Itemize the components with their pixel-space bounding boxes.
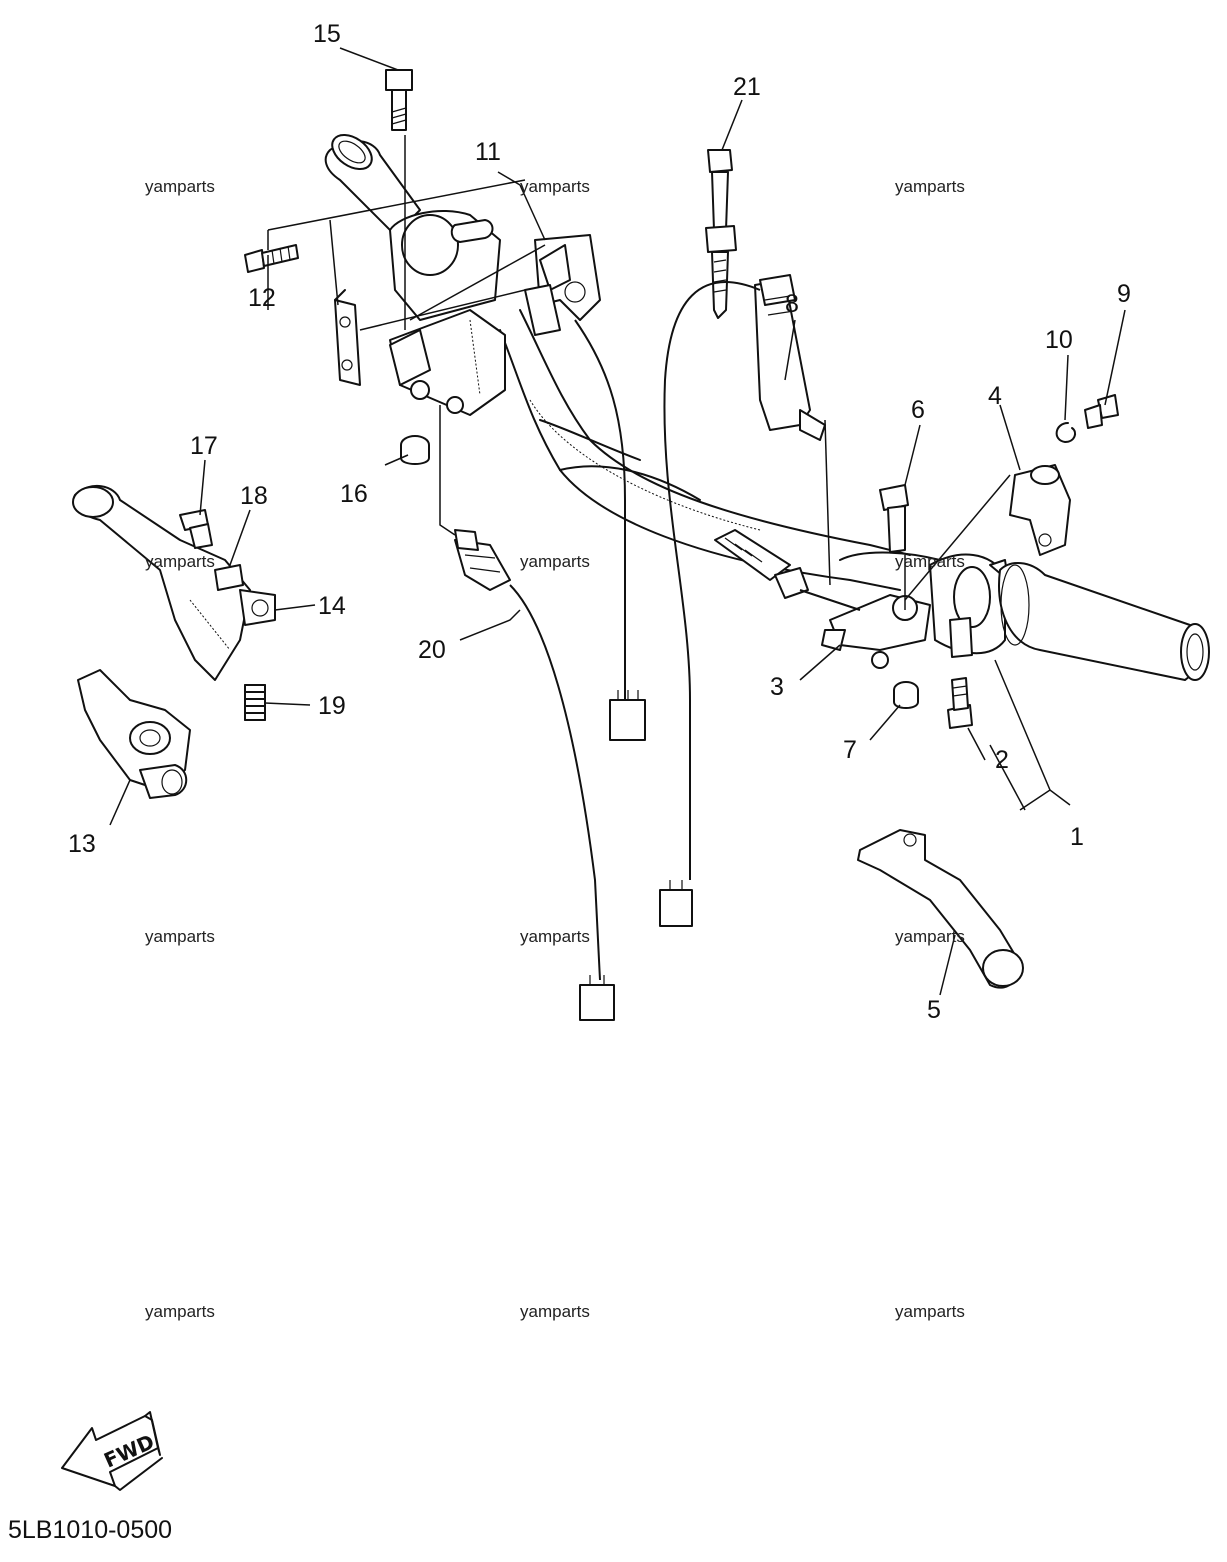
handlebar (499, 309, 941, 591)
bracket-plate (334, 289, 361, 386)
bolt-17 (179, 509, 213, 549)
watermark: yamparts (145, 552, 215, 571)
left-grip (324, 133, 421, 236)
watermark: yamparts (145, 1302, 215, 1321)
nut-18 (214, 564, 244, 591)
nut-7 (893, 681, 919, 709)
circlip-10 (1055, 422, 1077, 443)
brake-lever-holder (821, 594, 931, 669)
callout-12: 12 (248, 284, 276, 312)
wire-harness (509, 281, 761, 1021)
callout-8: 8 (785, 290, 799, 318)
callout-10: 10 (1045, 326, 1073, 354)
leader-lines (109, 47, 1126, 996)
bolt-6 (879, 484, 909, 553)
callout-4: 4 (988, 382, 1002, 410)
throttle-grip (998, 562, 1210, 681)
callout-13: 13 (68, 830, 96, 858)
callout-2: 2 (995, 746, 1009, 774)
throttle-housing (929, 553, 1009, 658)
spring-19 (244, 684, 266, 721)
watermark: yamparts (520, 177, 590, 196)
bolt-15 (385, 69, 413, 131)
watermark: yamparts (895, 552, 965, 571)
callout-5: 5 (927, 996, 941, 1024)
brake-lever-5 (857, 829, 1024, 989)
watermark: yamparts (145, 927, 215, 946)
watermarks: yamparts yamparts yamparts yamparts yamp… (145, 177, 965, 1321)
watermark: yamparts (895, 1302, 965, 1321)
callout-11: 11 (475, 138, 501, 166)
callout-numbers: 1 2 3 4 5 6 7 8 9 10 11 12 13 14 15 16 1… (68, 20, 1131, 1024)
nut-16 (400, 435, 430, 465)
callout-9: 9 (1117, 280, 1131, 308)
left-handlebar-switch (389, 209, 506, 416)
callout-17: 17 (190, 432, 218, 460)
clutch-lever-14 (72, 485, 276, 681)
watermark: yamparts (520, 927, 590, 946)
watermark: yamparts (520, 1302, 590, 1321)
fwd-arrow-icon: FWD (61, 1411, 163, 1491)
screw-12 (244, 244, 299, 273)
watermark: yamparts (520, 552, 590, 571)
callout-21: 21 (733, 73, 761, 101)
lever-holder-13 (77, 669, 191, 799)
callout-20: 20 (418, 636, 446, 664)
stop-switch-8 (754, 274, 826, 441)
callout-6: 6 (911, 396, 925, 424)
callout-15: 15 (313, 20, 341, 48)
cable-tie-21 (705, 149, 737, 319)
diagram-code: 5LB1010-0500 (8, 1516, 172, 1544)
callout-14: 14 (318, 592, 346, 620)
callout-1: 1 (1070, 823, 1084, 851)
callout-19: 19 (318, 692, 346, 720)
lever-holder-clamp (524, 234, 601, 336)
watermark: yamparts (895, 927, 965, 946)
screw-9 (1084, 394, 1119, 429)
callout-3: 3 (770, 673, 784, 701)
watermark: yamparts (145, 177, 215, 196)
throttle-cable-adjuster (714, 529, 861, 611)
callout-7: 7 (843, 736, 857, 764)
clamp-4 (1009, 464, 1071, 556)
callout-18: 18 (240, 482, 268, 510)
screw-2 (947, 677, 973, 729)
watermark: yamparts (895, 177, 965, 196)
callout-16: 16 (340, 480, 368, 508)
clutch-switch-20 (454, 529, 511, 591)
